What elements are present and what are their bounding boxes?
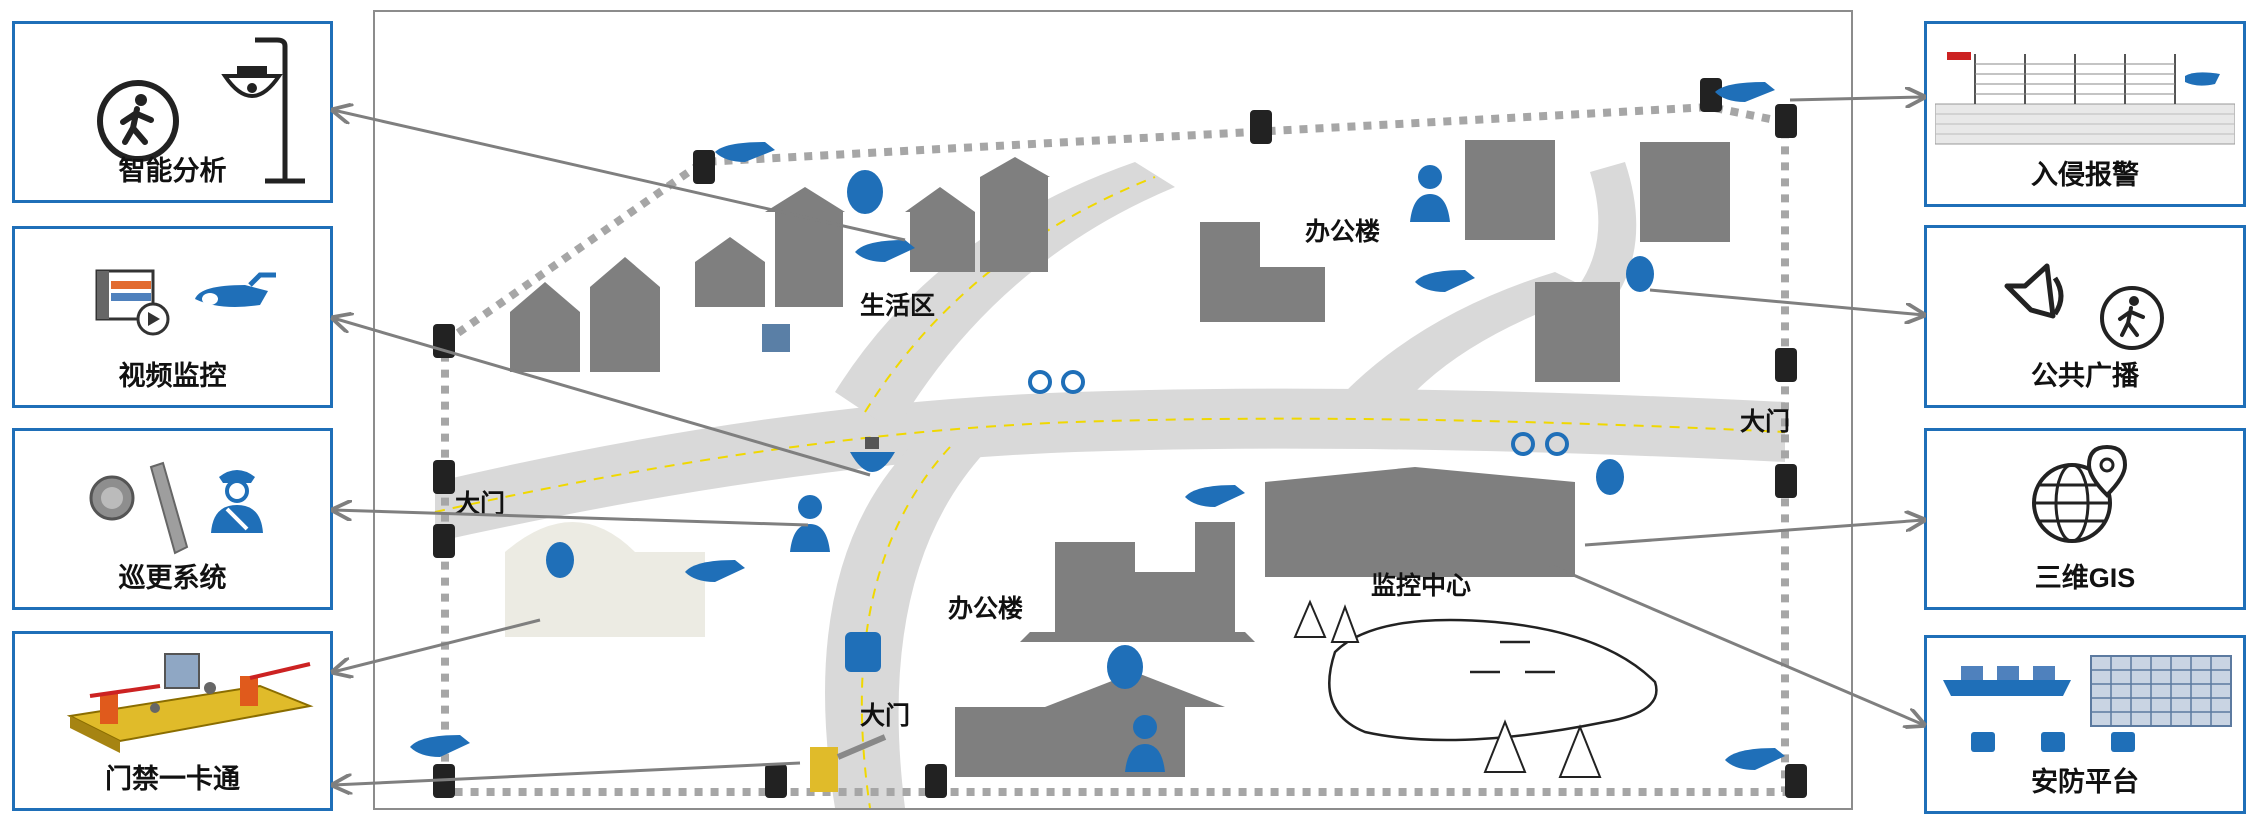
globe-location-icon [2032, 444, 2128, 543]
lake-marks [1470, 640, 1555, 674]
speaker-icon [2004, 263, 2064, 319]
box-label: 门禁一卡通 [105, 764, 240, 794]
barrier-gate [810, 734, 887, 792]
patrol-button-icon [89, 475, 135, 521]
office-buildings-top [1200, 140, 1730, 382]
guards [790, 165, 1450, 772]
dome-camera-pole-icon [221, 37, 305, 184]
pedestrian-icon [97, 80, 179, 162]
public-broadcast-box: 公共广播 [1924, 225, 2246, 408]
box-label: 视频监控 [118, 361, 227, 391]
car [845, 632, 881, 672]
patrol-system-box: 巡更系统 [12, 428, 333, 610]
gate-right-label: 大门 [1740, 407, 1790, 436]
vehicles [1028, 370, 1569, 456]
trees [1293, 599, 1602, 778]
gate-bottom-label: 大门 [860, 701, 910, 730]
intrusion-alarm-box: 入侵报警 [1924, 21, 2246, 207]
living-area-label: 生活区 [860, 292, 935, 320]
lake [1328, 618, 1658, 742]
video-play-icon [95, 269, 170, 336]
office-buildings-bottom [1020, 522, 1255, 642]
bullet-camera-icon [195, 272, 276, 307]
access-control-box: 门禁一卡通 [12, 631, 333, 811]
security-platform-box: 安防平台 [1924, 635, 2246, 814]
control-room-icon [1943, 655, 2232, 752]
box-label: 入侵报警 [2031, 160, 2139, 190]
box-label: 巡更系统 [118, 563, 227, 593]
box-label: 智能分析 [118, 156, 227, 186]
pedestrian-icon [2100, 286, 2164, 350]
barrier-gate-icon [66, 653, 314, 753]
monitor-center-label: 监控中心 [1371, 572, 1471, 600]
palace-building [505, 522, 705, 637]
campus-map: 生活区 办公楼 办公楼 大门 大门 大门 监控中心 [373, 10, 1853, 810]
school-building [955, 672, 1225, 777]
patrol-stick-icon [149, 461, 189, 555]
box-label: 安防平台 [2031, 767, 2139, 797]
3d-gis-box: 三维GIS [1924, 428, 2246, 610]
box-label: 公共广播 [2031, 361, 2139, 391]
smart-analysis-box: 智能分析 [12, 21, 333, 203]
guard-icon [211, 470, 263, 533]
monitoring-center-building [1265, 467, 1575, 577]
gate-left-label: 大门 [455, 489, 505, 518]
office-top-label: 办公楼 [1305, 218, 1380, 246]
perimeter-fence-icon [1935, 52, 2235, 145]
office-bottom-label: 办公楼 [948, 595, 1023, 623]
card-reader [762, 324, 790, 352]
video-surveillance-box: 视频监控 [12, 226, 333, 408]
box-label: 三维GIS [2034, 563, 2136, 593]
